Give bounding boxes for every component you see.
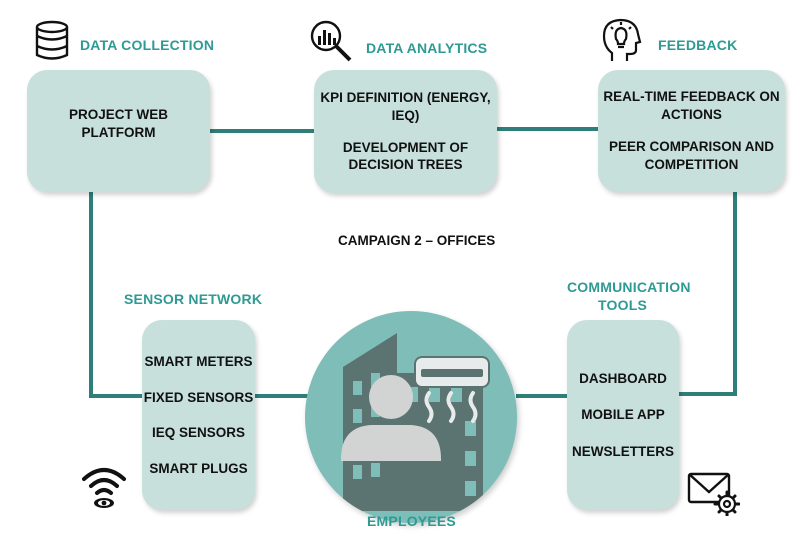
connector-collection-analytics [210, 129, 316, 133]
feedback-line-1: REAL-TIME FEEDBACK ON [603, 89, 780, 105]
feedback-line-2: ACTIONS [661, 107, 722, 123]
connector-feedback-down [733, 191, 737, 396]
data-analytics-line-1: KPI DEFINITION (ENERGY, [320, 89, 491, 105]
data-analytics-line-4: DECISION TREES [348, 157, 463, 173]
sensor-network-title: SENSOR NETWORK [124, 291, 263, 307]
sensor-item-smart-meters: SMART METERS [144, 354, 253, 369]
employees-circle [305, 311, 517, 523]
communication-tools-title: COMMUNICATION TOOLS [567, 278, 690, 314]
data-analytics-line-2: IEQ) [391, 107, 420, 123]
feedback-line-4: COMPETITION [644, 156, 739, 172]
person-office-ac-icon [341, 333, 490, 511]
comm-item-dashboard: DASHBOARD [579, 370, 667, 386]
wifi-eye-icon [82, 468, 126, 508]
campaign-label: CAMPAIGN 2 – OFFICES [338, 233, 496, 248]
feedback-box: REAL-TIME FEEDBACK ON ACTIONS PEER COMPA… [598, 70, 785, 192]
data-collection-line-1: PROJECT WEB [68, 107, 168, 122]
connector-comm-right [679, 392, 737, 396]
sensor-item-fixed-sensors: FIXED SENSORS [143, 389, 254, 405]
data-collection-title: DATA COLLECTION [80, 37, 215, 53]
sensor-network-box: SMART METERS FIXED SENSORS IEQ SENSORS S… [142, 320, 255, 510]
comm-item-mobile-app: MOBILE APP [581, 407, 665, 423]
sensor-item-ieq-sensors: IEQ SENSORS [151, 425, 246, 440]
communication-tools-title-line-2: TOOLS [598, 297, 647, 314]
feedback-title: FEEDBACK [658, 37, 738, 53]
data-collection-box: PROJECT WEB PLATFORM [27, 70, 210, 192]
data-analytics-box: KPI DEFINITION (ENERGY, IEQ) DEVELOPMENT… [314, 70, 497, 193]
connector-to-sensor [89, 394, 143, 398]
database-icon [35, 20, 69, 60]
data-collection-line-2: PLATFORM [81, 124, 156, 140]
connector-circle-comm [516, 394, 568, 398]
mail-gear-icon [687, 472, 740, 516]
comm-item-newsletters: NEWSLETTERS [571, 443, 674, 459]
head-lightbulb-icon [602, 18, 642, 61]
communication-tools-box: DASHBOARD MOBILE APP NEWSLETTERS [567, 320, 679, 510]
sensor-item-smart-plugs: SMART PLUGS [149, 460, 248, 476]
connector-collection-down [89, 191, 93, 398]
data-analytics-title: DATA ANALYTICS [366, 40, 488, 56]
connector-sensor-circle [254, 394, 308, 398]
magnifier-chart-icon [310, 20, 352, 62]
communication-tools-title-line-1: COMMUNICATION [567, 279, 691, 295]
feedback-line-3: PEER COMPARISON AND [608, 139, 774, 154]
connector-analytics-feedback [497, 127, 601, 131]
employees-label: EMPLOYEES [367, 513, 456, 529]
data-analytics-line-3: DEVELOPMENT OF [342, 139, 469, 155]
